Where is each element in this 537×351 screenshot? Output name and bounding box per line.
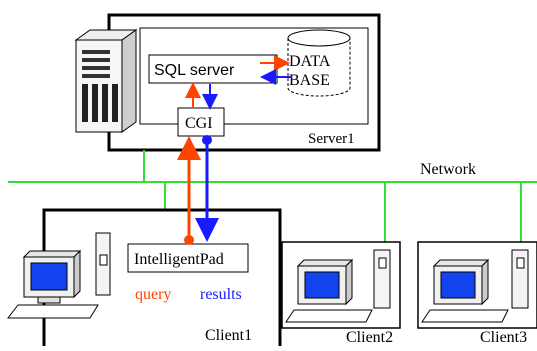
intelligentpad-box xyxy=(127,243,249,273)
client3-computer-icon xyxy=(421,249,529,323)
database-label-line2: BASE xyxy=(289,72,330,89)
database-label-line1: DATA xyxy=(289,53,331,70)
intelligentpad-label: IntelligentPad xyxy=(134,251,224,268)
query-arrow-origin xyxy=(184,235,194,245)
database-cylinder xyxy=(287,29,351,97)
client1-label: Client1 xyxy=(205,327,252,344)
cgi-label: CGI xyxy=(185,115,213,132)
network-label: Network xyxy=(420,161,476,178)
query-label: query xyxy=(135,286,171,303)
results-arrow-origin xyxy=(202,135,212,145)
client3-label: Client3 xyxy=(480,329,527,346)
results-label: results xyxy=(200,286,242,303)
client2-computer-icon xyxy=(285,249,391,323)
client2-label: Client2 xyxy=(346,329,393,346)
client1-computer-icon xyxy=(6,232,111,319)
server1-label: Server1 xyxy=(308,131,355,147)
server-tower-icon xyxy=(74,29,138,133)
sql-server-label: SQL server xyxy=(154,62,235,79)
cgi-box xyxy=(177,107,225,137)
sql-server-box xyxy=(148,54,278,84)
